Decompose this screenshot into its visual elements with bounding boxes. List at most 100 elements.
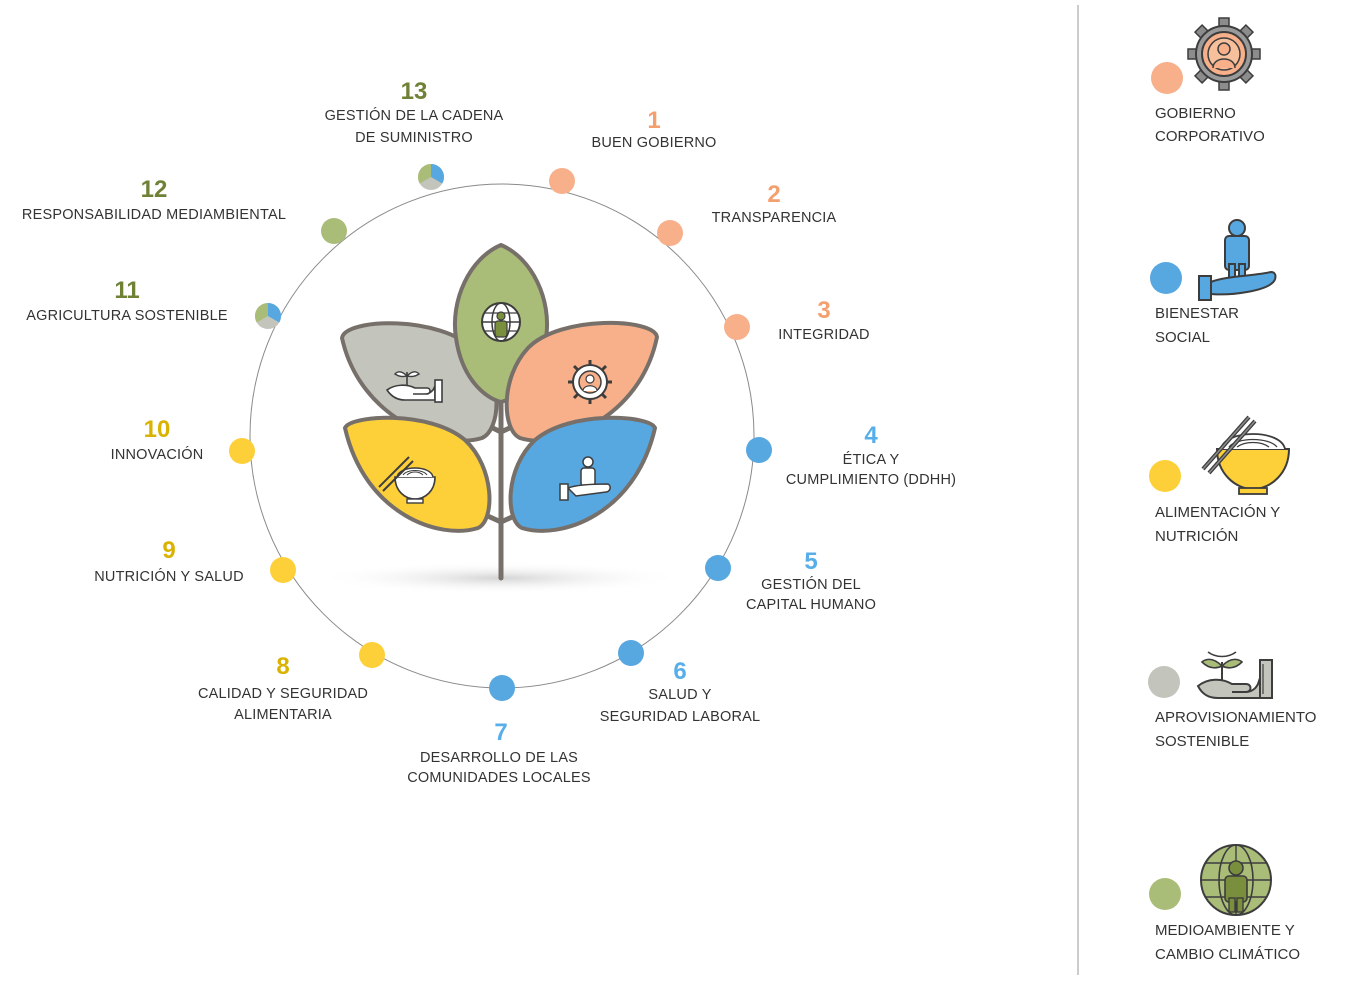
topic-11: 11 AGRICULTURA SOSTENIBLE: [26, 277, 228, 324]
legend-item-governance: GOBIERNO CORPORATIVO: [1151, 17, 1265, 145]
topic-3-label: INTEGRIDAD: [778, 327, 869, 343]
topic-marker-11: [255, 303, 281, 329]
topic-marker-dot-9: [270, 557, 296, 583]
topic-5: 5 GESTIÓN DEL CAPITAL HUMANO: [746, 548, 876, 613]
topic-8: 8 CALIDAD Y SEGURIDAD ALIMENTARIA: [198, 653, 368, 723]
leaf-hand-sprout-icon: [385, 371, 443, 403]
topic-4-number: 4: [864, 422, 878, 449]
legend-item-food: ALIMENTACIÓN Y NUTRICIÓN: [1149, 415, 1291, 545]
topic-10-number: 10: [144, 416, 171, 443]
topic-3: 3 INTEGRIDAD: [778, 297, 869, 343]
legend-label-governance-line1: GOBIERNO: [1155, 105, 1236, 122]
topic-markers: [229, 164, 772, 701]
topic-4-label-line2: CUMPLIMIENTO (DDHH): [786, 472, 956, 488]
topic-11-label: AGRICULTURA SOSTENIBLE: [26, 308, 228, 324]
topic-5-label-line1: GESTIÓN DEL: [761, 576, 861, 593]
topic-4: 4 ÉTICA Y CUMPLIMIENTO (DDHH): [786, 422, 956, 488]
leaf-noodle-bowl-icon: [378, 456, 436, 504]
topic-13: 13 GESTIÓN DE LA CADENA DE SUMINISTRO: [325, 78, 504, 146]
topic-marker-8: [359, 642, 385, 668]
topic-marker-dot-6: [618, 640, 644, 666]
topic-13-number: 13: [401, 78, 428, 105]
governance-gear-person-icon: [1187, 17, 1261, 91]
leaf-globe-person-icon: [481, 302, 521, 342]
topic-marker-7: [489, 675, 515, 701]
topic-marker-6: [618, 640, 644, 666]
topic-1: 1 BUEN GOBIERNO: [591, 107, 716, 151]
legend: GOBIERNO CORPORATIVO BIENESTAR SOCIAL: [1148, 17, 1316, 963]
legend-item-sourcing: APROVISIONAMIENTO SOSTENIBLE: [1148, 651, 1316, 750]
topic-marker-2: [657, 220, 683, 246]
legend-dot-environment: [1149, 878, 1181, 910]
topic-10: 10 INNOVACIÓN: [111, 416, 204, 463]
topic-marker-5: [705, 555, 731, 581]
topic-marker-4: [746, 437, 772, 463]
topic-11-number: 11: [114, 277, 139, 304]
topic-1-number: 1: [647, 107, 660, 134]
topic-9-number: 9: [162, 537, 175, 564]
legend-label-governance-line2: CORPORATIVO: [1155, 128, 1265, 145]
topic-4-label-line1: ÉTICA Y: [843, 451, 900, 468]
topic-marker-dot-7: [489, 675, 515, 701]
topic-7-label-line2: COMUNIDADES LOCALES: [407, 770, 590, 786]
topic-13-label-line2: DE SUMINISTRO: [355, 130, 473, 146]
topic-6: 6 SALUD Y SEGURIDAD LABORAL: [600, 658, 761, 725]
legend-label-environment-line2: CAMBIO CLIMÁTICO: [1155, 946, 1300, 963]
topic-marker-dot-10: [229, 438, 255, 464]
hand-holding-person-icon: [1198, 219, 1277, 301]
legend-dot-social: [1150, 262, 1182, 294]
leaf-gear-person-icon: [568, 360, 612, 404]
topic-6-label-line2: SEGURIDAD LABORAL: [600, 709, 761, 725]
marker-segment-environment-11: [255, 303, 268, 323]
topic-2: 2 TRANSPARENCIA: [712, 181, 837, 226]
topic-3-number: 3: [817, 297, 830, 324]
topic-9: 9 NUTRICIÓN Y SALUD: [94, 537, 244, 585]
marker-segment-social-11: [268, 303, 281, 323]
topic-5-label-line2: CAPITAL HUMANO: [746, 597, 876, 613]
topic-marker-dot-1: [549, 168, 575, 194]
topic-7-label-line1: DESARROLLO DE LAS: [420, 750, 578, 766]
topic-8-number: 8: [276, 653, 289, 680]
legend-dot-governance: [1151, 62, 1183, 94]
legend-label-social-line1: BIENESTAR: [1155, 305, 1239, 322]
legend-item-social: BIENESTAR SOCIAL: [1150, 219, 1277, 346]
topic-5-number: 5: [804, 548, 817, 575]
topic-12-number: 12: [141, 176, 168, 203]
topic-9-label: NUTRICIÓN Y SALUD: [94, 568, 244, 585]
topic-1-label: BUEN GOBIERNO: [591, 135, 716, 151]
topic-marker-dot-3: [724, 314, 750, 340]
topic-marker-3: [724, 314, 750, 340]
topic-marker-1: [549, 168, 575, 194]
legend-label-food-line1: ALIMENTACIÓN Y: [1155, 504, 1280, 521]
topic-2-label: TRANSPARENCIA: [712, 210, 837, 226]
legend-label-social-line2: SOCIAL: [1155, 329, 1210, 346]
legend-label-sourcing-line2: SOSTENIBLE: [1155, 733, 1249, 750]
topic-12: 12 RESPONSABILIDAD MEDIAMBIENTAL: [22, 176, 286, 223]
topic-2-number: 2: [767, 181, 780, 208]
leaf-hand-person-icon: [559, 456, 611, 501]
topic-8-label-line1: CALIDAD Y SEGURIDAD: [198, 686, 368, 702]
topic-labels: 1 BUEN GOBIERNO 2 TRANSPARENCIA 3 INTEGR…: [22, 78, 956, 786]
topic-marker-13: [418, 164, 445, 190]
legend-dot-sourcing: [1148, 666, 1180, 698]
topic-7-number: 7: [494, 719, 507, 746]
topic-marker-10: [229, 438, 255, 464]
topic-6-number: 6: [673, 658, 686, 685]
marker-segment-social-13: [431, 164, 445, 184]
legend-dot-food: [1149, 460, 1181, 492]
topic-12-label: RESPONSABILIDAD MEDIAMBIENTAL: [22, 207, 286, 223]
legend-item-environment: MEDIOAMBIENTE Y CAMBIO CLIMÁTICO: [1149, 844, 1300, 963]
topic-marker-dot-5: [705, 555, 731, 581]
globe-person-icon: [1200, 844, 1272, 916]
topic-7: 7 DESARROLLO DE LAS COMUNIDADES LOCALES: [407, 719, 590, 786]
topic-marker-dot-12: [321, 218, 347, 244]
legend-label-environment-line1: MEDIOAMBIENTE Y: [1155, 922, 1295, 939]
legend-label-food-line2: NUTRICIÓN: [1155, 528, 1238, 545]
hand-holding-sprout-icon: [1196, 651, 1273, 699]
topic-marker-12: [321, 218, 347, 244]
noodle-bowl-chopsticks-icon: [1201, 415, 1291, 495]
topic-10-label: INNOVACIÓN: [111, 446, 204, 463]
topic-marker-dot-8: [359, 642, 385, 668]
marker-segment-environment-13: [418, 164, 431, 184]
